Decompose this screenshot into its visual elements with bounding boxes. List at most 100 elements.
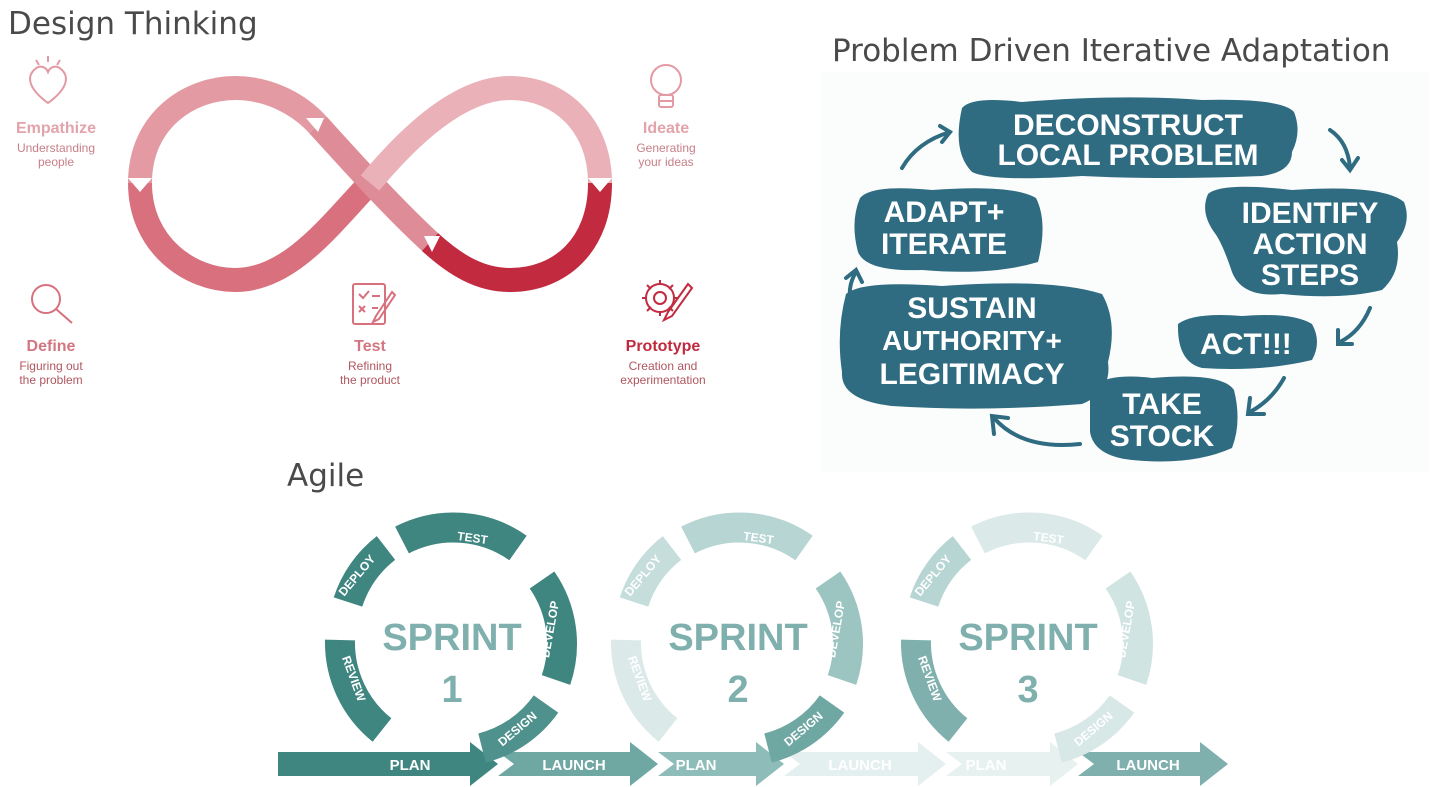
stage-name: Test xyxy=(354,338,386,355)
pdia-arrow-2 xyxy=(1328,128,1352,170)
cycle-test-1 xyxy=(395,512,527,561)
stage-desc-line1: Refining xyxy=(347,359,393,373)
infinity-arrow-3 xyxy=(306,118,324,132)
blob-adapt xyxy=(854,188,1043,272)
blob-identify xyxy=(1205,186,1407,297)
pdia-adapt-2: ITERATE xyxy=(881,228,1007,261)
cycle-design-1 xyxy=(477,694,559,763)
stage-ideate: Ideate Generating your ideas xyxy=(596,120,736,169)
blob-act xyxy=(1177,315,1317,369)
pdia-identify-3: STEPS xyxy=(1261,259,1359,292)
sprint-label-2: SPRINT xyxy=(668,617,807,659)
cycle-develop-1 xyxy=(529,571,577,685)
heart-icon xyxy=(29,56,67,105)
pdia-take-1: TAKE xyxy=(1122,388,1201,421)
sprint-label-1: SPRINT xyxy=(382,617,521,659)
infinity-left-top xyxy=(128,75,327,184)
pdia-blobs xyxy=(839,97,1407,462)
pdia-labels: DECONSTRUCT LOCAL PROBLEM IDENTIFY ACTIO… xyxy=(880,109,1379,453)
pdia-identify-2: ACTION xyxy=(1253,228,1368,261)
cycle-develop-3 xyxy=(1105,571,1153,685)
cycle-test-3 xyxy=(971,512,1103,561)
timeline-labels: PLAN LAUNCH PLAN LAUNCH PLAN LAUNCH xyxy=(390,757,1180,774)
lightbulb-icon xyxy=(650,64,682,108)
pdia-diagram: DECONSTRUCT LOCAL PROBLEM IDENTIFY ACTIO… xyxy=(822,72,1430,472)
infinity-left-bottom xyxy=(128,174,379,293)
timeline-launch-1 xyxy=(498,742,658,786)
cycle-develop-2 xyxy=(815,571,863,685)
pdia-adapt-1: ADAPT+ xyxy=(884,196,1005,229)
design-thinking-diagram xyxy=(29,56,694,325)
pdia-arrow-6 xyxy=(847,270,858,310)
pdia-deconstruct-2: LOCAL PROBLEM xyxy=(997,139,1258,172)
stage-desc-line2: people xyxy=(37,155,75,169)
timeline-plan-label-2: PLAN xyxy=(676,757,717,774)
pdia-arrows xyxy=(844,124,1372,447)
cycle-review-3 xyxy=(900,639,968,742)
pdia-sustain-2: AUTHORITY+ xyxy=(882,325,1062,356)
stage-name: Define xyxy=(26,338,76,355)
agile-timeline xyxy=(278,742,1228,786)
cycle-review-2 xyxy=(610,639,678,742)
gear-pencil-icon xyxy=(642,280,694,323)
sprint-number-1: 1 xyxy=(441,669,462,711)
cycle-test-label-1: TEST xyxy=(456,529,489,547)
pdia-act: ACT!!! xyxy=(1200,328,1292,361)
stage-desc-line2: your ideas xyxy=(638,155,694,169)
sprint-cycle-1: SPRINT 1 TEST DEPLOY DEVELOP REVIEW DESI… xyxy=(324,512,577,763)
cycle-design-2 xyxy=(763,694,845,763)
infinity-right-top xyxy=(360,75,612,191)
timeline-plan-3 xyxy=(946,742,1078,786)
stage-desc-line2: the product xyxy=(339,373,401,387)
blob-take-stock xyxy=(1090,376,1238,462)
stage-name: Ideate xyxy=(642,120,690,137)
stage-name: Empathize xyxy=(15,120,96,137)
sprint-number-2: 2 xyxy=(727,669,748,711)
sprint-label-3: SPRINT xyxy=(958,617,1097,659)
timeline-launch-label-3: LAUNCH xyxy=(1116,757,1179,774)
cycle-deploy-2 xyxy=(619,536,682,608)
stage-desc-line2: experimentation xyxy=(620,373,706,387)
stage-prototype: Prototype Creation and experimentation xyxy=(593,338,733,387)
stage-name: Prototype xyxy=(625,338,701,355)
stage-empathize: Empathize Understanding people xyxy=(0,120,126,169)
timeline-launch-2 xyxy=(784,742,946,786)
agile-diagram: PLAN LAUNCH PLAN LAUNCH PLAN LAUNCH SPRI… xyxy=(278,512,1228,786)
cycle-review-1 xyxy=(324,639,392,742)
cycle-test-2 xyxy=(681,512,813,561)
infinity-right-bottom xyxy=(421,182,612,293)
checklist-icon xyxy=(352,283,397,325)
cycle-deploy-1 xyxy=(333,536,396,608)
pdia-title: Problem Driven Iterative Adaptation xyxy=(832,33,1391,69)
infinity-arrow-1 xyxy=(128,178,152,192)
sprint-cycle-2: SPRINT 2 TEST DEPLOY DEVELOP REVIEW DESI… xyxy=(610,512,863,763)
stage-desc-line1: Figuring out xyxy=(19,359,83,373)
cycle-design-3 xyxy=(1053,694,1135,763)
stage-define: Define Figuring out the problem xyxy=(0,338,121,387)
cycle-test-label-2: TEST xyxy=(742,529,775,547)
infinity-arrow-4 xyxy=(424,236,440,252)
timeline-plan-label-3: PLAN xyxy=(966,757,1007,774)
pdia-arrow-5 xyxy=(992,416,1082,447)
pdia-sustain-1: SUSTAIN xyxy=(907,292,1036,325)
pdia-take-2: STOCK xyxy=(1110,420,1215,453)
cycle-test-label-3: TEST xyxy=(1032,529,1065,547)
timeline-launch-label-2: LAUNCH xyxy=(828,757,891,774)
sprint-number-3: 3 xyxy=(1017,669,1038,711)
pdia-arrow-4 xyxy=(1248,376,1286,414)
blob-sustain xyxy=(839,283,1112,409)
agile-title: Agile xyxy=(287,458,365,494)
cycle-deploy-3 xyxy=(909,536,972,608)
pdia-deconstruct-1: DECONSTRUCT xyxy=(1013,109,1243,142)
timeline-plan-2 xyxy=(658,742,784,786)
pdia-arrow-3 xyxy=(1338,306,1372,344)
magnifier-icon xyxy=(31,284,73,324)
pdia-arrow-1 xyxy=(900,130,952,170)
stage-desc-line1: Creation and xyxy=(628,359,698,373)
timeline-launch-label-1: LAUNCH xyxy=(542,757,605,774)
pdia-sustain-3: LEGITIMACY xyxy=(880,358,1065,391)
stage-desc-line2: the problem xyxy=(19,373,83,387)
stage-test: Test Refining the product xyxy=(300,338,440,387)
sprint-cycle-3: SPRINT 3 TEST DEPLOY DEVELOP REVIEW DESI… xyxy=(900,512,1153,763)
stage-desc-line1: Generating xyxy=(636,141,696,155)
